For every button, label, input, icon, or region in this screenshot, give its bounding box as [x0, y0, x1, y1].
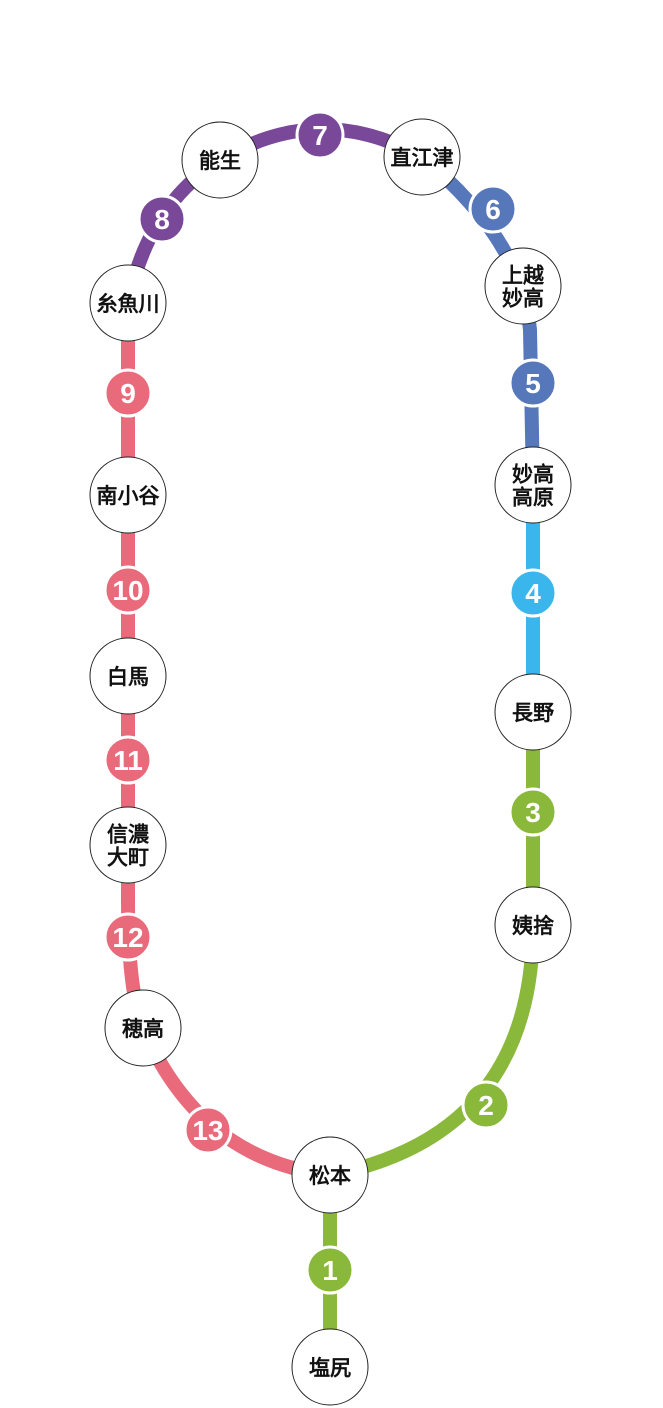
segment-number-badge: 3: [508, 787, 558, 837]
badge-circle: [183, 1105, 233, 1155]
station-name: 能生: [199, 149, 241, 173]
station-obasute[interactable]: 姨捨: [494, 886, 572, 964]
segment-number: 12: [112, 922, 143, 953]
station-name: 信濃: [107, 823, 150, 847]
station-name: 大町: [107, 846, 149, 870]
station-matsumoto[interactable]: 松本: [291, 1136, 369, 1214]
segment-number-badge: 6: [468, 184, 518, 234]
station-minami-otari[interactable]: 南小谷: [89, 456, 167, 534]
station-name: 南小谷: [97, 484, 161, 508]
segment-number-badge: 11: [103, 735, 153, 785]
segment-number: 1: [322, 1255, 338, 1286]
station-name: 白馬: [107, 665, 149, 689]
station-name: 糸魚川: [97, 292, 160, 316]
segment-number: 6: [485, 194, 501, 225]
station-nou[interactable]: 能生: [181, 121, 259, 199]
badge-circle: [508, 787, 558, 837]
segment-number-badge: 1: [305, 1245, 355, 1295]
segment-number: 4: [525, 578, 541, 609]
station-circle: [291, 1136, 369, 1214]
station-circle: [484, 247, 562, 325]
segment-number-badge: 4: [508, 568, 558, 618]
station-circle: [181, 121, 259, 199]
badge-circle: [468, 184, 518, 234]
station-name: 長野: [512, 701, 554, 725]
segment-number: 3: [525, 797, 541, 828]
segment-number-badge: 5: [508, 358, 558, 408]
station-circle: [494, 886, 572, 964]
segment-number: 8: [154, 204, 170, 235]
station-nagano[interactable]: 長野: [494, 673, 572, 751]
badge-circle: [461, 1080, 511, 1130]
station-name: 妙高: [502, 287, 544, 311]
badge-circle: [103, 368, 153, 418]
station-hakuba[interactable]: 白馬: [89, 637, 167, 715]
segment-number-badge: 2: [461, 1080, 511, 1130]
station-name: 直江津: [391, 146, 454, 170]
station-name: 姨捨: [512, 914, 555, 938]
badge-circle: [305, 1245, 355, 1295]
station-circle: [89, 637, 167, 715]
segment-number: 7: [312, 120, 328, 151]
station-itoigawa[interactable]: 糸魚川: [89, 264, 167, 342]
badge-circle: [508, 568, 558, 618]
segment-number: 5: [525, 368, 541, 399]
segment-number-badge: 10: [103, 565, 153, 615]
station-hotaka[interactable]: 穂高: [104, 989, 182, 1067]
badge-circle: [103, 565, 153, 615]
station-circle: [383, 118, 461, 196]
station-circle: [104, 989, 182, 1067]
segment-number-badge: 9: [103, 368, 153, 418]
badge-circle: [103, 912, 153, 962]
station-circle: [89, 264, 167, 342]
segment-number-badge: 12: [103, 912, 153, 962]
segment-number: 9: [120, 378, 136, 409]
station-circle: [494, 673, 572, 751]
badge-circle: [295, 110, 345, 160]
station-name: 妙高: [512, 463, 554, 487]
segment-number-badge: 7: [295, 110, 345, 160]
station-circle: [89, 806, 167, 884]
segment-number: 13: [192, 1115, 223, 1146]
station-name: 松本: [309, 1164, 351, 1188]
segment-number-badge: 13: [183, 1105, 233, 1155]
station-name: 高原: [512, 486, 554, 510]
station-circle: [89, 456, 167, 534]
station-naoetsu[interactable]: 直江津: [383, 118, 461, 196]
segment-number-badge: 8: [137, 194, 187, 244]
station-name: 上越: [502, 264, 545, 288]
segment-number: 10: [112, 575, 143, 606]
badge-circle: [103, 735, 153, 785]
segment-number: 11: [113, 745, 143, 776]
station-name: 穂高: [122, 1017, 164, 1041]
station-name: 塩尻: [309, 1356, 351, 1380]
station-shiojiri[interactable]: 塩尻: [291, 1328, 369, 1406]
segment-number: 2: [478, 1090, 494, 1121]
station-circle: [291, 1328, 369, 1406]
badge-circle: [508, 358, 558, 408]
badge-circle: [137, 194, 187, 244]
station-circle: [494, 446, 572, 524]
